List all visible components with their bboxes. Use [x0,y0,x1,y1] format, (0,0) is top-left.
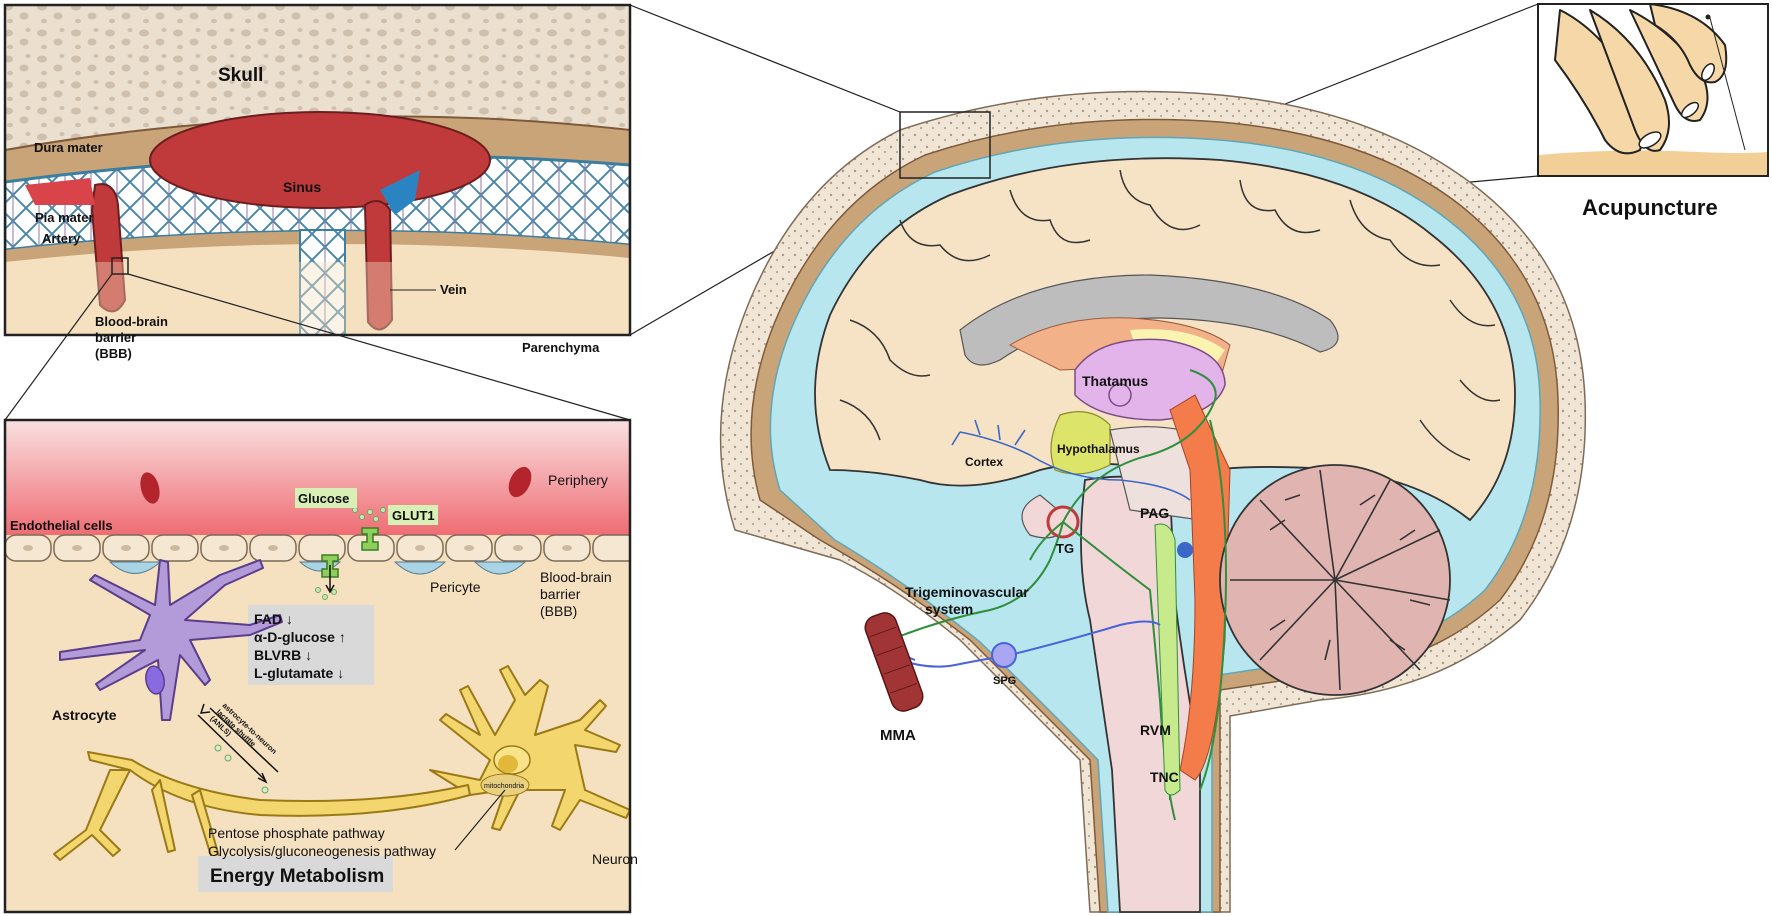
bbb-label-3: (BBB) [95,346,132,361]
skull-label: Skull [218,65,263,86]
tg-label: TG [1056,541,1074,556]
neuron-label: Neuron [592,851,638,867]
cortex-label: Cortex [965,455,1003,469]
bbb-bottom-label-2: barrier [540,586,581,602]
periphery-label: Periphery [548,472,608,488]
meninges-frame [3,3,632,337]
acupuncture-needle [1709,17,1746,151]
hypothalamus [1050,411,1111,475]
metabolite-fad: FAD ↓ [254,611,293,627]
energy-metabolism-title: Energy Metabolism [210,866,384,887]
pia-mater-label: Pia mater [35,210,94,225]
acupuncture-panel [1538,4,1768,176]
neuron-cell [53,665,630,863]
pia-layer [5,231,630,262]
metabolite-glucose: α-D-glucose ↑ [254,629,346,645]
glycolysis-pathway-label: Glycolysis/gluconeogenesis pathway [208,843,436,859]
dura-mater-label: Dura mater [34,140,103,155]
cerebellum [1219,464,1451,696]
thalamus-label: Thatamus [1082,373,1148,389]
brain-sagittal [719,90,1587,913]
mitochondria [480,773,530,797]
bbb-bottom-label-3: (BBB) [540,603,577,619]
rvm-label: RVM [1140,722,1171,738]
skull-layer [5,5,630,150]
hand-icon [1554,4,1728,155]
glut1-label: GLUT1 [392,508,435,523]
metabolite-blvrb: BLVRB ↓ [254,647,312,663]
artery [90,183,127,313]
bbb-label-2: barrier [95,330,136,345]
meninges-panel [5,5,630,335]
acupuncture-frame [1537,3,1769,177]
artery-label: Artery [42,231,81,246]
mma-vessel [864,612,924,712]
astrocyte-label: Astrocyte [52,707,117,723]
endothelial-label: Endothelial cells [10,518,113,533]
vein [363,200,394,331]
astrocyte-cell [59,559,283,721]
acupuncture-label: Acupuncture [1582,195,1718,220]
tnc-label: TNC [1150,769,1179,785]
bbb-bottom-label-1: Blood-brain [540,569,612,585]
bbb-label-1: Blood-brain [95,314,168,329]
vein-label: Vein [440,282,467,297]
glucose-label: Glucose [298,491,349,506]
mitochondria-label: mitochondria [484,783,524,790]
mma-label: MMA [880,727,916,744]
metabolism-panel [5,420,630,912]
pentose-pathway-label: Pentose phosphate pathway [208,825,385,841]
pag-label: PAG [1140,505,1169,521]
pericyte-label: Pericyte [430,579,481,595]
metabolite-glutamate: L-glutamate ↓ [254,665,344,681]
spg-label: SPG [993,675,1016,687]
sinus-label: Sinus [283,179,321,195]
trigeminovascular-label-2: system [925,601,973,617]
metabolism-frame [3,418,632,914]
hypothalamus-label: Hypothalamus [1057,442,1140,456]
spg-ganglion [991,642,1017,668]
parenchyma-label: Parenchyma [522,340,600,355]
trigeminovascular-label-1: Trigeminovascular [905,584,1029,600]
